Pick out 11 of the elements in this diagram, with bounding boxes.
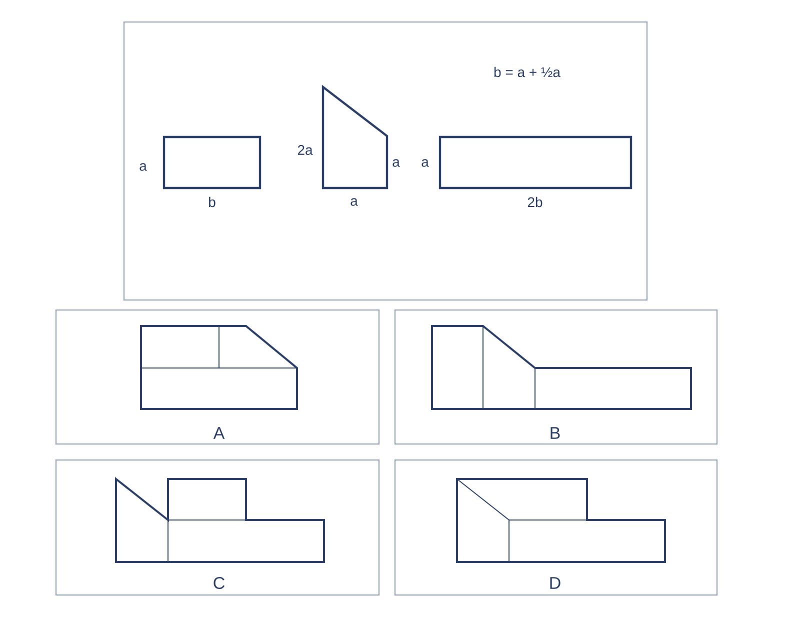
answer-panel: B bbox=[394, 310, 718, 444]
answer-panel: C bbox=[56, 460, 380, 596]
dimension-label: 2b bbox=[528, 196, 542, 208]
answer-panel: A bbox=[56, 310, 380, 444]
dimension-label: b bbox=[209, 196, 216, 208]
dimension-label: a bbox=[392, 159, 400, 167]
dimension-label: a bbox=[350, 198, 358, 206]
dimension-label: 2a bbox=[298, 145, 313, 155]
dimension-label: a bbox=[422, 159, 429, 167]
dimension-label: a bbox=[140, 163, 147, 171]
answer-panel: D bbox=[394, 460, 718, 596]
